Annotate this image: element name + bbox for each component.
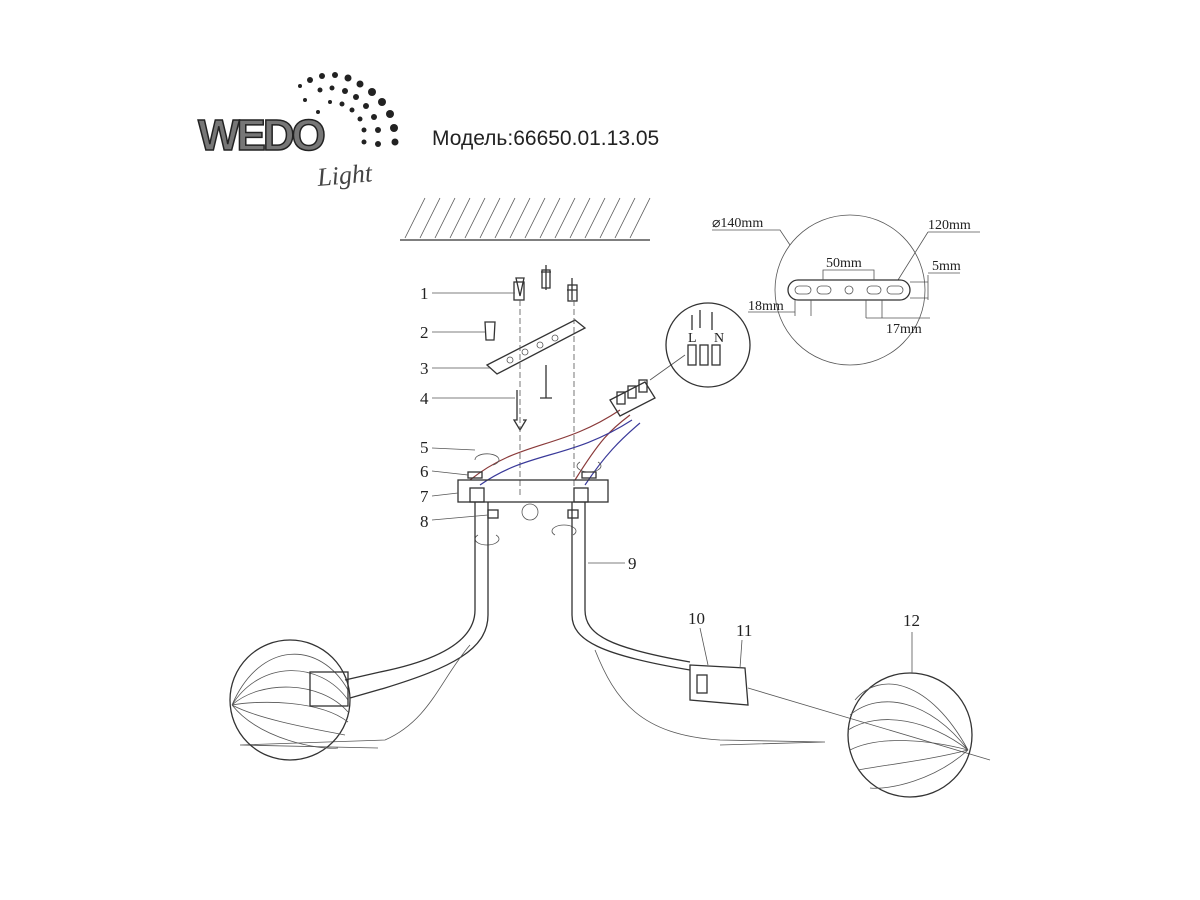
part-label-5: 5 [420, 438, 429, 457]
diameter-dimension: ⌀140mm [712, 216, 763, 231]
right-slot-dimension: 17mm [886, 322, 922, 337]
right-glass-shade [847, 672, 973, 798]
model-number: Модель:66650.01.13.05 [432, 127, 659, 150]
part-label-2: 2 [420, 323, 429, 342]
part-label-10: 10 [688, 609, 705, 628]
part-label-6: 6 [420, 462, 429, 481]
blue-wire [479, 419, 641, 486]
wedo-light-logo: WEDO Light [197, 72, 399, 192]
left-arm [344, 502, 489, 699]
detail-leader [649, 354, 686, 381]
ceiling-hatch [400, 197, 651, 241]
brown-wire [469, 409, 631, 481]
terminal-detail-circle: L N [665, 302, 751, 388]
right-arm-tail [594, 649, 826, 746]
wall-anchors [484, 265, 578, 341]
alignment-lines [519, 300, 575, 495]
part-label-3: 3 [420, 359, 429, 378]
terminal-live-label: L [688, 331, 697, 346]
left-glass-shade [229, 639, 351, 761]
part-label-7: 7 [420, 487, 429, 506]
part-label-12: 12 [903, 611, 920, 630]
bracket-length-dimension: 120mm [928, 218, 971, 233]
terminal-neutral-label: N [714, 331, 724, 346]
mounting-bracket [485, 319, 587, 375]
canopy [457, 453, 609, 546]
left-arm-tail [239, 644, 471, 749]
logo-wordmark: WEDO [198, 111, 325, 160]
part-label-8: 8 [420, 512, 429, 531]
axis-line [747, 687, 991, 761]
terminal-block [609, 379, 656, 417]
bracket-dimension-detail: ⌀140mm 120mm 50mm 5mm 18mm 17mm [712, 214, 980, 366]
screws [512, 365, 552, 432]
part-labels: 1 2 3 4 5 6 7 8 9 10 11 12 [420, 284, 920, 673]
logo-dots-icon [298, 72, 399, 147]
left-slot-dimension: 18mm [748, 299, 784, 314]
part-label-9: 9 [628, 554, 637, 573]
right-arm [571, 502, 691, 671]
part-label-1: 1 [420, 284, 429, 303]
part-label-4: 4 [420, 389, 429, 408]
lamp-holder [689, 664, 749, 706]
width-dimension: 5mm [932, 259, 961, 274]
part-label-11: 11 [736, 621, 752, 640]
hole-spacing-dimension: 50mm [826, 256, 862, 271]
logo-subtext: Light [315, 158, 374, 192]
